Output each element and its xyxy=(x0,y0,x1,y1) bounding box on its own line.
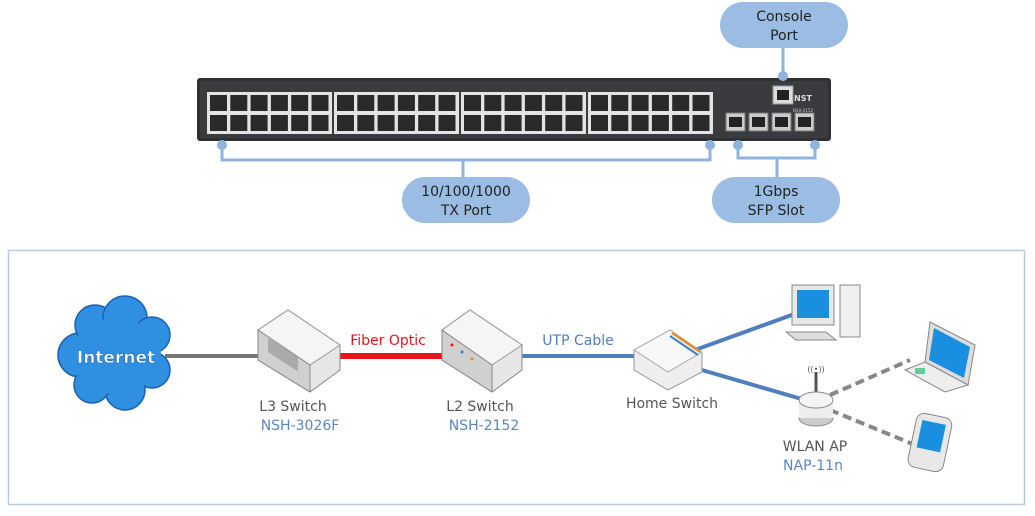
rj45-port xyxy=(438,115,456,131)
rj45-port xyxy=(270,95,288,111)
rj45-port xyxy=(418,115,436,131)
rj45-port xyxy=(418,95,436,111)
wireless-link-pda xyxy=(829,408,916,447)
rj45-port xyxy=(484,95,502,111)
rj45-port xyxy=(651,95,669,111)
rj45-port xyxy=(484,115,502,131)
rj45-port xyxy=(464,115,481,131)
ap-link xyxy=(694,366,806,402)
l3-switch-name: L3 Switch xyxy=(259,399,326,415)
l2-switch-model: NSH-2152 xyxy=(449,418,520,434)
rj45-port xyxy=(337,95,354,111)
rj45-port xyxy=(651,115,669,131)
tx-port-callout: 10/100/1000 TX Port xyxy=(402,177,530,223)
l2-switch-name: L2 Switch xyxy=(446,399,513,415)
home-switch-name: Home Switch xyxy=(626,396,718,412)
l3-switch-icon xyxy=(257,309,341,393)
internet-cloud-icon: Internet xyxy=(57,295,171,411)
rj45-port xyxy=(692,115,710,131)
l3-switch-model: NSH-3026F xyxy=(261,418,340,434)
laptop-icon xyxy=(903,321,976,393)
svg-text:Console: Console xyxy=(756,9,812,25)
wlan-ap-name: WLAN AP xyxy=(783,439,847,455)
rj45-port xyxy=(438,95,456,111)
rj45-port xyxy=(464,95,481,111)
model-label: NSH-2152 xyxy=(793,108,814,113)
svg-text:SFP Slot: SFP Slot xyxy=(748,203,805,219)
utp-label: UTP Cable xyxy=(542,333,613,349)
rj45-port xyxy=(565,115,583,131)
rj45-port xyxy=(377,95,395,111)
rj45-port xyxy=(377,115,395,131)
rj45-port xyxy=(250,95,268,111)
rj45-port xyxy=(672,95,690,111)
svg-text:1Gbps: 1Gbps xyxy=(754,184,799,200)
fiber-label: Fiber Optic xyxy=(350,333,426,349)
rj45-port xyxy=(504,115,522,131)
connector-dots xyxy=(217,71,820,150)
rj45-port xyxy=(692,95,710,111)
pda-icon xyxy=(907,412,953,473)
rj45-port xyxy=(291,115,309,131)
rj45-port xyxy=(210,95,227,111)
svg-text:((•)): ((•)) xyxy=(807,365,824,374)
rj45-port xyxy=(291,95,309,111)
console-port-callout: Console Port xyxy=(720,2,848,48)
rj45-port xyxy=(545,115,563,131)
brand-logo: NST xyxy=(794,94,812,103)
rj45-port xyxy=(524,115,542,131)
rj45-port xyxy=(357,95,375,111)
wlan-ap-model: NAP-11n xyxy=(783,458,843,474)
rj45-port xyxy=(565,95,583,111)
svg-text:Port: Port xyxy=(770,28,798,44)
wireless-link-laptop xyxy=(829,358,911,397)
desktop-pc-icon xyxy=(784,284,861,341)
l2-switch-icon xyxy=(441,309,523,393)
home-switch-icon xyxy=(633,329,703,391)
rj45-port xyxy=(270,115,288,131)
rj45-port xyxy=(545,95,563,111)
rj45-port xyxy=(672,115,690,131)
rj45-port xyxy=(611,115,629,131)
svg-text:10/100/1000: 10/100/1000 xyxy=(421,184,511,200)
switch-front-panel: NST NSH-2152 xyxy=(197,78,831,141)
sfp-slot-callout: 1Gbps SFP Slot xyxy=(712,177,840,223)
wlan-ap-icon: ((•)) xyxy=(798,365,834,427)
rj45-port xyxy=(230,115,248,131)
rj45-port xyxy=(230,95,248,111)
rj45-port xyxy=(611,95,629,111)
rj45-port xyxy=(591,95,608,111)
rj45-port xyxy=(631,115,649,131)
rj45-port xyxy=(357,115,375,131)
rj45-port xyxy=(524,95,542,111)
svg-text:TX Port: TX Port xyxy=(440,203,492,219)
rj45-port xyxy=(337,115,354,131)
rj45-port xyxy=(397,115,415,131)
rj45-port xyxy=(591,115,608,131)
rj45-port xyxy=(311,115,329,131)
svg-text:Internet: Internet xyxy=(77,348,155,368)
rj45-port xyxy=(504,95,522,111)
rj45-port xyxy=(250,115,268,131)
rj45-port xyxy=(210,115,227,131)
rj45-port xyxy=(631,95,649,111)
pc-link xyxy=(694,310,801,352)
rj45-port xyxy=(397,95,415,111)
rj45-port xyxy=(311,95,329,111)
